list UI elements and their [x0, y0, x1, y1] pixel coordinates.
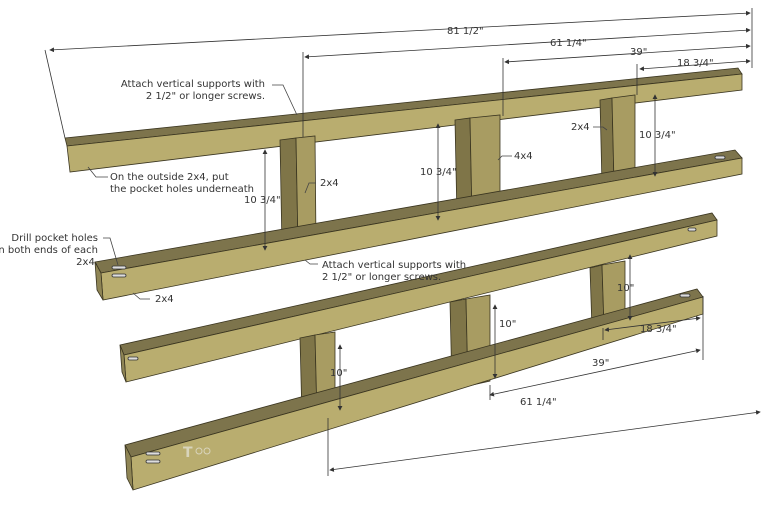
- bottom-back-rail: [119, 212, 718, 383]
- pocket-hole-icon: [679, 293, 691, 298]
- dim-top-height-right: 10 3/4": [639, 130, 676, 141]
- bottom-dimension-lines: [327, 254, 761, 476]
- note-outside-1: On the outside 2x4, put: [110, 172, 229, 183]
- dim-bottom-61: 61 1/4": [520, 397, 557, 408]
- note-drill-2: in both ends of each: [0, 245, 98, 256]
- dim-overall-length: 81 1/2": [447, 26, 484, 37]
- top-support-center-4x4: [454, 114, 501, 219]
- part-labels: 2x4 4x4 2x4 2x4: [155, 122, 590, 305]
- dim-top-61: 61 1/4": [550, 38, 587, 49]
- pocket-hole-icon: [127, 356, 139, 361]
- dim-top-height-left: 10 3/4": [244, 195, 281, 206]
- svg-text:T: T: [183, 445, 193, 461]
- dim-bottom-39: 39": [592, 358, 609, 369]
- dim-bottom-height-center: 10": [499, 319, 516, 330]
- label-right-support: 2x4: [571, 122, 590, 133]
- note-drill-1: Drill pocket holes: [11, 233, 98, 244]
- label-front-rail: 2x4: [155, 294, 174, 305]
- pocket-hole-icon: [714, 155, 726, 160]
- pocket-hole-icon: [687, 227, 697, 232]
- pocket-hole-icon: [111, 273, 127, 278]
- dim-top-height-center: 10 3/4": [420, 167, 457, 178]
- label-left-support: 2x4: [320, 178, 339, 189]
- note-attach-bottom-2: 2 1/2" or longer screws.: [322, 272, 441, 283]
- dimension-labels: 81 1/2" 61 1/4" 39" 18 3/4" 10 3/4" 10 3…: [244, 26, 714, 408]
- top-dimension-lines: [44, 8, 753, 251]
- dim-bottom-height-left: 10": [330, 368, 347, 379]
- note-attach-bottom-1: Attach vertical supports with: [322, 260, 466, 271]
- top-front-rail: [94, 149, 743, 301]
- note-attach-top-2: 2 1/2" or longer screws.: [146, 91, 265, 102]
- bottom-assembly: T: [119, 212, 718, 491]
- dim-bottom-18: 18 3/4": [640, 324, 677, 335]
- watermark-logo: T: [183, 445, 211, 461]
- pocket-hole-icon: [145, 459, 161, 464]
- dim-top-39: 39": [630, 47, 647, 58]
- dim-top-18: 18 3/4": [677, 58, 714, 69]
- top-assembly: [64, 67, 743, 301]
- annotation-leaders: [87, 84, 608, 300]
- note-attach-top-1: Attach vertical supports with: [121, 79, 265, 90]
- notes: Attach vertical supports with 2 1/2" or …: [0, 79, 466, 283]
- note-outside-2: the pocket holes underneath: [110, 184, 254, 195]
- dim-bottom-height-right: 10": [617, 283, 634, 294]
- label-center-support: 4x4: [514, 151, 533, 162]
- pocket-hole-icon: [111, 265, 127, 270]
- top-support-right-2x4: [599, 94, 636, 186]
- bottom-front-rail: [124, 288, 704, 491]
- pocket-hole-icon: [145, 451, 161, 456]
- top-back-rail: [64, 67, 743, 173]
- note-drill-3: 2x4.: [76, 257, 98, 268]
